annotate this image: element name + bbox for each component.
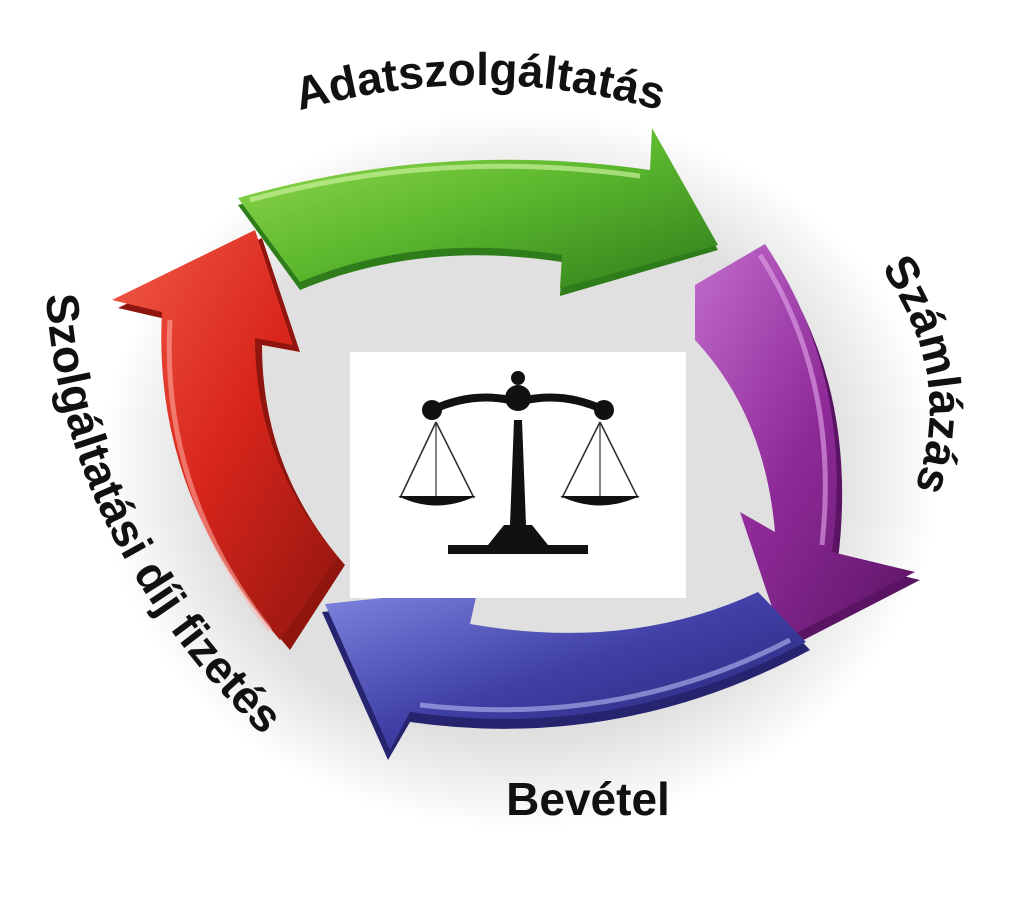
label-bevetel: Bevétel bbox=[506, 773, 670, 825]
label-adatszolgaltatas: Adatszolgáltatás bbox=[289, 43, 671, 120]
arrow-szolgaltatasi-dij-fizetes bbox=[112, 230, 345, 650]
arrow-bevetel bbox=[322, 588, 810, 760]
arrow-szamlazas bbox=[695, 244, 920, 649]
arrow-adatszolgaltatas bbox=[238, 128, 718, 296]
scales-of-justice-icon bbox=[350, 352, 686, 598]
